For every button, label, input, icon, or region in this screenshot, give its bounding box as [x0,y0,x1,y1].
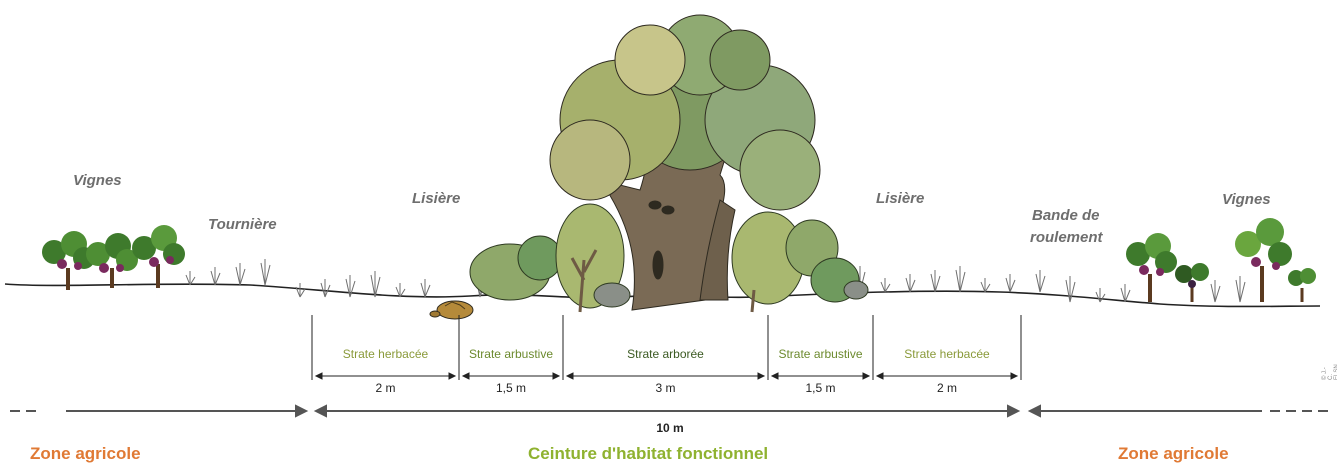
strate-label: Strate arbustive [768,347,873,361]
credit-text: © J.-C. ELSN - CEN PACA [1322,364,1337,380]
grass-tuft-icon [931,270,940,292]
label-tourniere: Tournière [208,216,277,233]
width-label: 1,5 m [459,381,563,395]
measurement-arrows [316,373,1017,379]
grass-tuft-icon [396,283,405,297]
grass-tuft-icon [956,266,965,292]
sapling-trunk [752,290,754,312]
strate-label: Strate arborée [563,347,768,361]
grass-tuft-icon [186,271,195,285]
zone-agricole-left: Zone agricole [30,444,141,464]
grass-tuft-icon [1096,288,1105,302]
grass-tuft-icon [881,278,890,292]
zone-agricole-right: Zone agricole [1118,444,1229,464]
label-lisiere-left: Lisière [412,190,460,207]
grass-tuft-icon [1066,276,1075,302]
grass-tuft-icon [981,278,990,292]
grass-tuft-icon [296,283,305,297]
grass-tuft-icon [211,267,220,285]
grass-tuft-icon [321,279,330,297]
strate-label: Strate arbustive [459,347,563,361]
width-label: 1,5 m [768,381,873,395]
width-label: 3 m [563,381,768,395]
grass-tuft-icon [1036,270,1045,292]
label-lisiere-right: Lisière [876,190,924,207]
label-bande-line2: roulement [1030,229,1103,246]
total-width-label: 10 m [640,421,700,435]
label-bande-line1: Bande de [1032,207,1100,224]
grass-tuft-icon [236,263,245,285]
grass-tuft-icon [906,274,915,292]
grass-tuft-icon [1006,274,1015,292]
grapevine-icon [42,225,185,290]
strate-label: Strate herbacée [873,347,1021,361]
zone-arrows [10,406,1328,416]
width-label: 2 m [312,381,459,395]
strate-label: Strate herbacée [312,347,459,361]
label-vignes-right: Vignes [1222,191,1271,208]
grass-tuft-icon [261,259,270,285]
grass-tuft-icon [1211,280,1220,302]
grass-tuft-icon [1121,284,1130,302]
grass-tuft-icon [1236,276,1245,302]
zone-ceinture: Ceinture d'habitat fonctionnel [528,444,768,464]
grapevine-icon [1126,218,1316,302]
tortoise-icon [430,301,473,319]
label-vignes-left: Vignes [73,172,122,189]
grass-tuft-icon [421,279,430,297]
width-label: 2 m [873,381,1021,395]
grass-tuft-icon [371,271,380,297]
